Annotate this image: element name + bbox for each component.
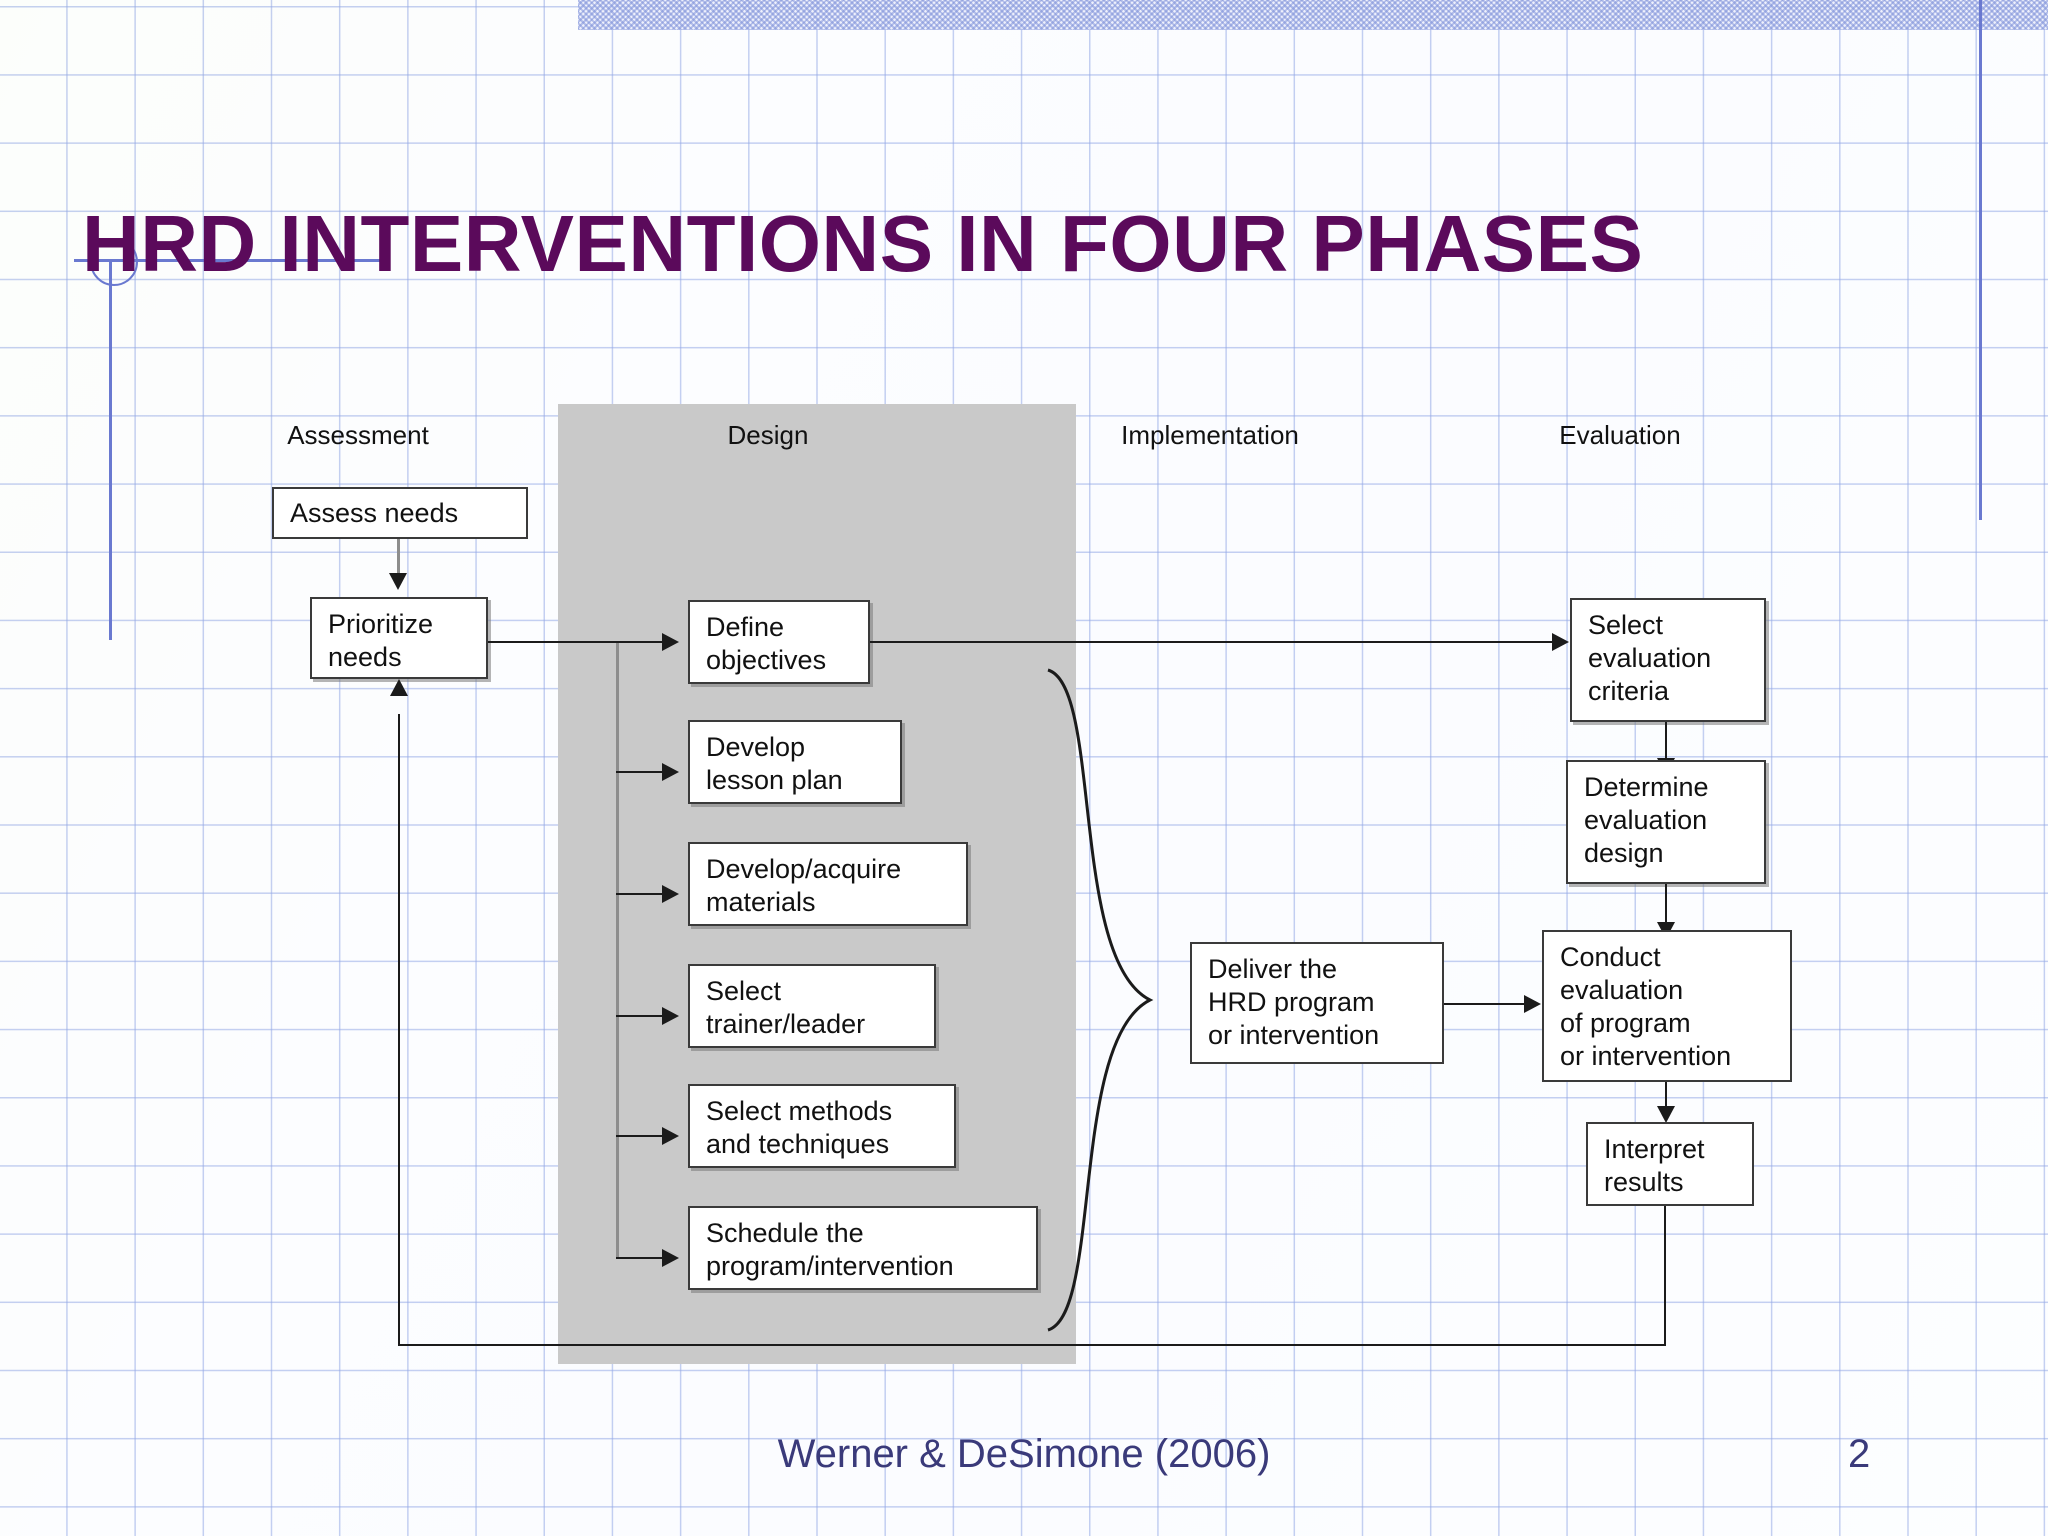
node-interpret-results[interactable]: Interpret results (1586, 1122, 1754, 1206)
page-number-label: 2 (1848, 1432, 1871, 1476)
phase-label-assessment: Assessment (287, 420, 429, 450)
arrowhead-assess-to-prioritize (389, 573, 407, 590)
node-select-trainer[interactable]: Select trainer/leader (688, 964, 936, 1048)
page-title: HRD INTERVENTIONS IN FOUR PHASES (82, 198, 1644, 288)
arrowhead-develop-materials (662, 885, 679, 903)
node-deliver-program[interactable]: Deliver the HRD program or intervention (1190, 942, 1444, 1064)
node-select-criteria[interactable]: Select evaluation criteria (1570, 598, 1766, 722)
arrowhead-feedback-to-prioritize (390, 679, 408, 696)
connector-determine-to-conduct (1665, 884, 1667, 932)
phase-label-implementation: Implementation (1121, 420, 1299, 450)
arrowhead-select-criteria (1552, 633, 1569, 651)
node-assess-needs[interactable]: Assess needs (272, 487, 528, 539)
connector-trunk-to-define-objectives (616, 641, 664, 643)
node-schedule-program[interactable]: Schedule the program/intervention (688, 1206, 1038, 1290)
feedback-line-down-from-interpret (1664, 1206, 1666, 1346)
connector-trunk-to-select-methods (616, 1135, 664, 1137)
arrowhead-select-trainer (662, 1007, 679, 1025)
node-develop-materials[interactable]: Develop/acquire materials (688, 842, 968, 926)
node-define-objectives[interactable]: Define objectives (688, 600, 870, 684)
title-underline-rule (74, 259, 380, 262)
node-select-methods[interactable]: Select methods and techniques (688, 1084, 956, 1168)
connector-trunk-to-develop-lesson (616, 771, 664, 773)
arrowhead-develop-lesson (662, 763, 679, 781)
node-determine-design[interactable]: Determine evaluation design (1566, 760, 1766, 884)
feedback-line-horizontal (398, 1344, 1666, 1346)
arrowhead-deliver-to-conduct (1524, 995, 1541, 1013)
arrowhead-define-objectives (662, 633, 679, 651)
design-outputs-brace (1047, 668, 1154, 1332)
node-develop-lesson-plan[interactable]: Develop lesson plan (688, 720, 902, 804)
arrowhead-schedule-program (662, 1249, 679, 1267)
connector-prioritize-to-trunk (488, 641, 618, 643)
decorative-circle-icon (90, 238, 138, 286)
connector-trunk-to-select-trainer (616, 1015, 664, 1017)
citation-text: Werner & DeSimone (2006) (777, 1432, 1271, 1476)
phase-label-design: Design (727, 420, 809, 450)
phase-label-evaluation: Evaluation (1559, 420, 1681, 450)
connector-deliver-to-conduct (1444, 1003, 1532, 1005)
node-conduct-evaluation[interactable]: Conduct evaluation of program or interve… (1542, 930, 1792, 1082)
right-accent-rule (1979, 0, 1982, 520)
feedback-line-up-to-prioritize (398, 714, 400, 1346)
connector-trunk-to-schedule-program (616, 1257, 664, 1259)
top-hatch-band (578, 0, 2048, 30)
connector-conduct-to-interpret (1665, 1082, 1667, 1114)
connector-assess-to-prioritize (397, 539, 400, 579)
arrowhead-select-methods (662, 1127, 679, 1145)
design-distribution-trunk (616, 641, 619, 1258)
arrowhead-conduct-to-interpret (1657, 1106, 1675, 1123)
node-prioritize-needs[interactable]: Prioritize needs (310, 597, 488, 679)
connector-criteria-to-determine (1665, 722, 1667, 768)
connector-prioritize-to-select-criteria (870, 641, 1560, 643)
left-accent-rule (109, 262, 112, 640)
connector-trunk-to-develop-materials (616, 893, 664, 895)
